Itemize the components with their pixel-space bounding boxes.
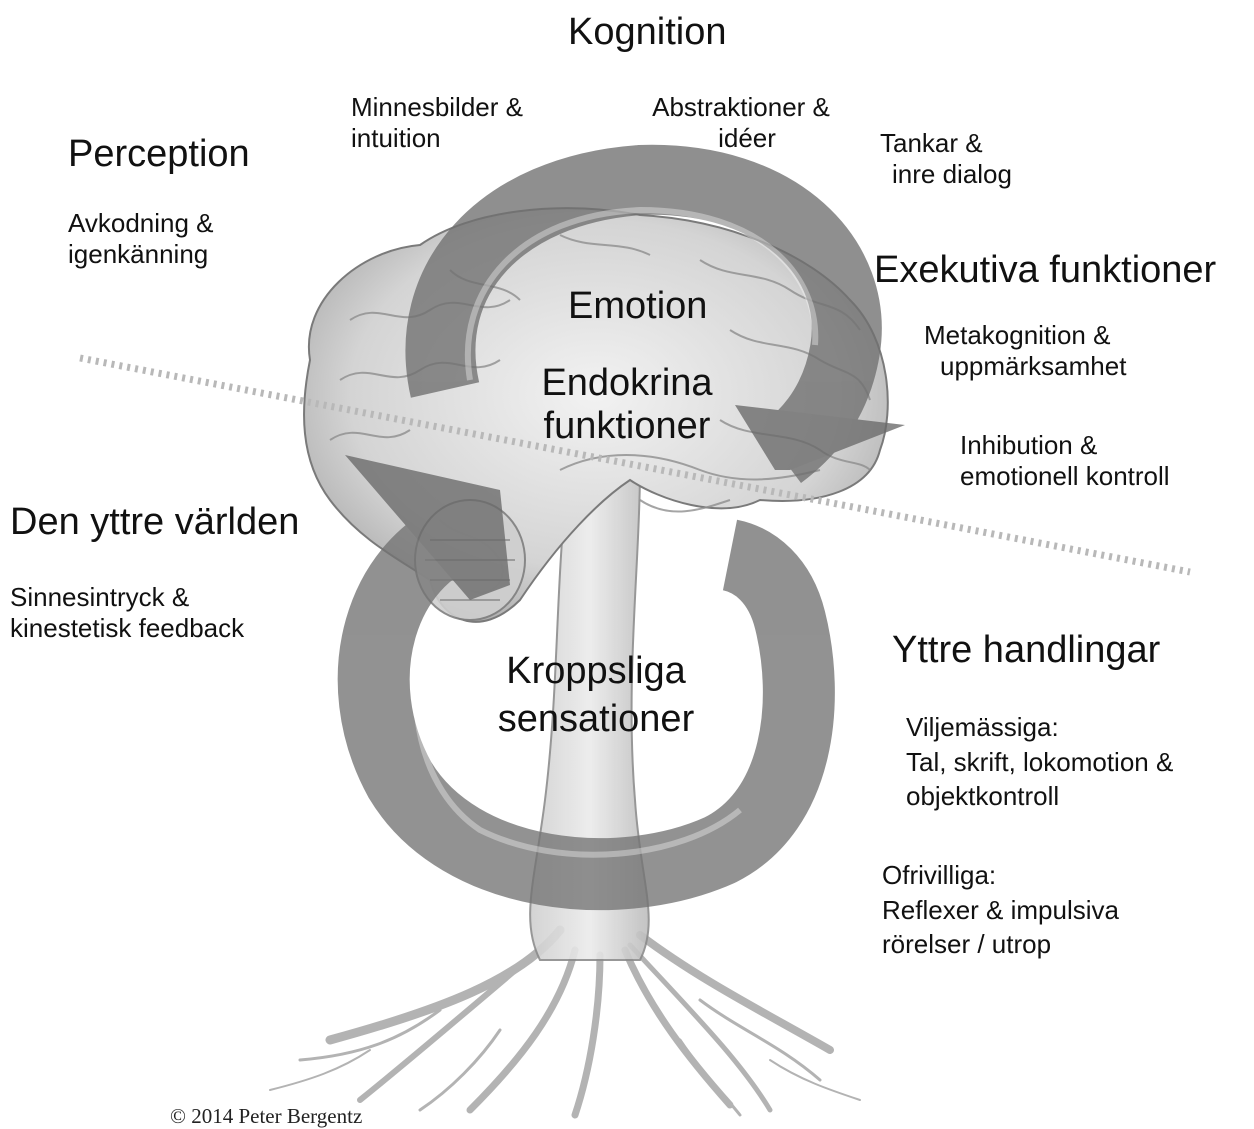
label-sinnesintryck: Sinnesintryck & kinestetisk feedback (10, 582, 244, 644)
label-viljemassiga: Viljemässiga: Tal, skrift, lokomotion & … (906, 710, 1173, 814)
label-avkodning: Avkodning & igenkänning (68, 208, 214, 270)
label-tankar: Tankar & inre dialog (880, 128, 1012, 190)
label-yttre-handlingar: Yttre handlingar (892, 628, 1160, 674)
label-den-yttre-varlden: Den yttre världen (10, 500, 299, 546)
label-ofrivilliga: Ofrivilliga: Reflexer & impulsiva rörels… (882, 858, 1119, 962)
label-inhibution: Inhibution & emotionell kontroll (960, 430, 1170, 492)
label-kognition: Kognition (568, 10, 726, 56)
label-endokrina-funktioner: Endokrina funktioner (520, 362, 734, 447)
label-metakognition: Metakognition & uppmärksamhet (924, 320, 1126, 382)
label-kroppsliga-sensationer: Kroppsliga sensationer (476, 648, 716, 743)
label-minnesbilder: Minnesbilder & intuition (351, 92, 523, 154)
copyright-notice: © 2014 Peter Bergentz (170, 1104, 362, 1129)
label-abstraktioner: Abstraktioner & idéer (630, 92, 852, 154)
label-emotion: Emotion (568, 284, 707, 330)
label-exekutiva-funktioner: Exekutiva funktioner (874, 248, 1216, 294)
label-perception: Perception (68, 132, 250, 178)
